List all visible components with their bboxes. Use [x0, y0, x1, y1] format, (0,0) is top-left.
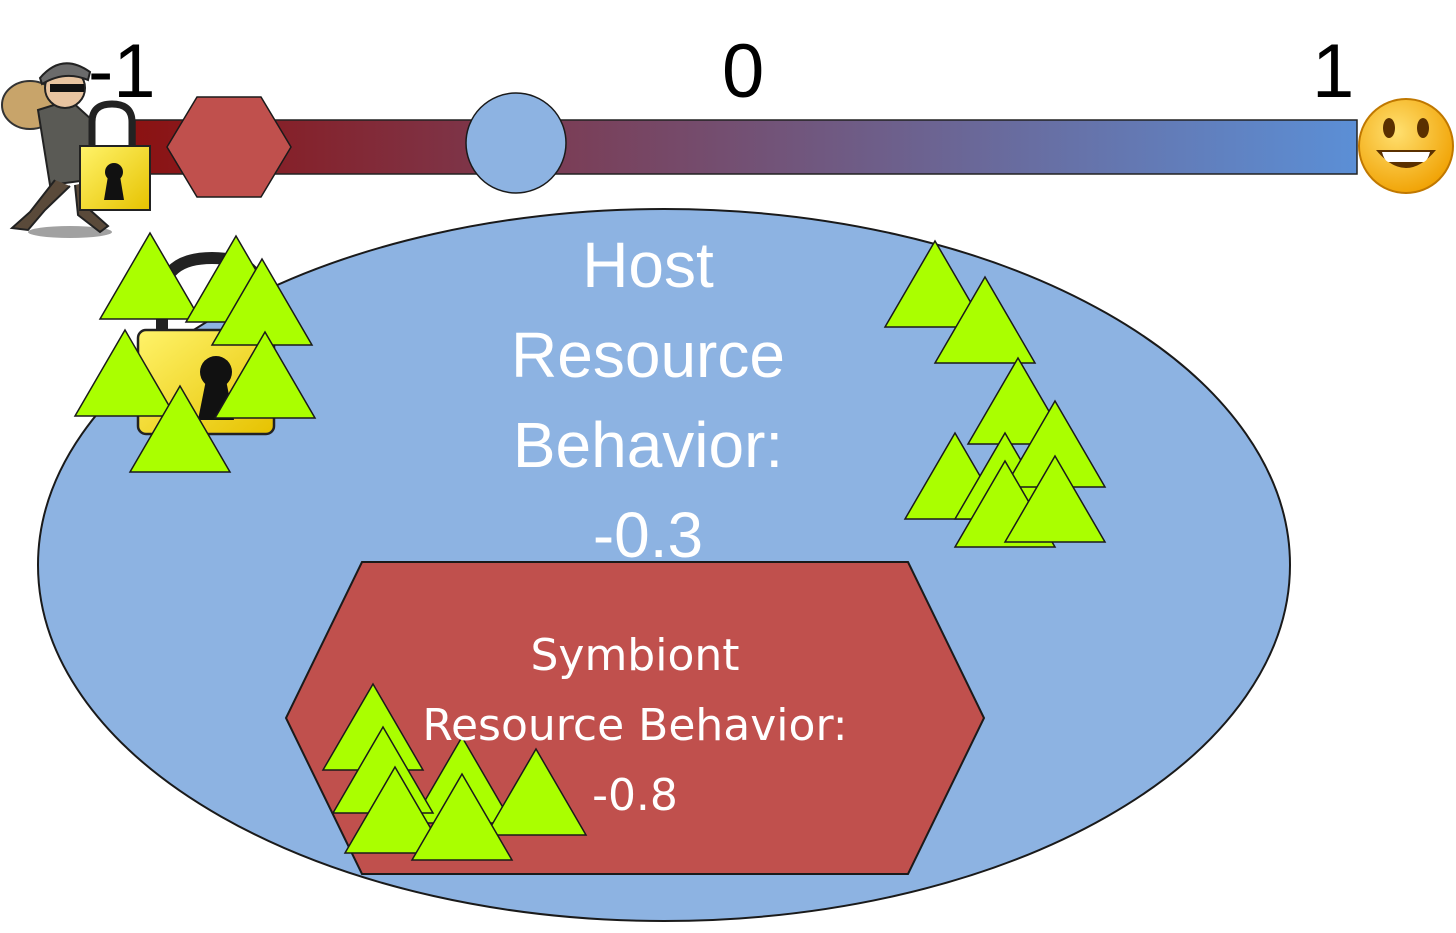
scale-mid-label: 0	[722, 29, 764, 114]
green-triangle-icon	[343, 765, 447, 854]
scale-max-label: 1	[1312, 29, 1354, 114]
green-triangle-icon	[128, 384, 232, 473]
green-triangle-icon	[933, 275, 1037, 364]
green-triangle-icon	[98, 231, 202, 320]
host-marker-circle	[465, 92, 567, 194]
green-triangle-icon	[1003, 454, 1107, 543]
green-triangle-icon	[883, 239, 987, 328]
behavior-scale: -1 0 1	[88, 29, 1358, 175]
symbiont-title-line-1: Symbiont	[530, 630, 739, 681]
symbiont-label: Symbiont Resource Behavior: -0.8	[422, 630, 847, 821]
green-triangle-icon	[484, 747, 588, 836]
gradient-bar	[134, 119, 1358, 175]
thief-with-lock-icon	[1, 62, 112, 238]
resource-triangles	[73, 231, 1107, 861]
symbiont-value: -0.8	[592, 770, 678, 821]
padlock-icon	[79, 100, 151, 211]
host-title-line-1: Host	[582, 229, 714, 301]
symbiont-marker-hexagon	[166, 96, 292, 198]
host-title-line-3: Behavior:	[513, 409, 783, 481]
host-value: -0.3	[593, 499, 703, 571]
symbiont-title-line-2: Resource Behavior:	[422, 700, 847, 751]
green-triangle-icon	[410, 772, 514, 861]
green-triangle-icon	[213, 330, 317, 419]
host-label: Host Resource Behavior: -0.3	[511, 229, 785, 571]
host-title-line-2: Resource	[511, 319, 785, 391]
smiley-face-icon	[1358, 98, 1454, 194]
scale-min-label: -1	[88, 29, 156, 114]
green-triangle-icon	[73, 328, 177, 417]
